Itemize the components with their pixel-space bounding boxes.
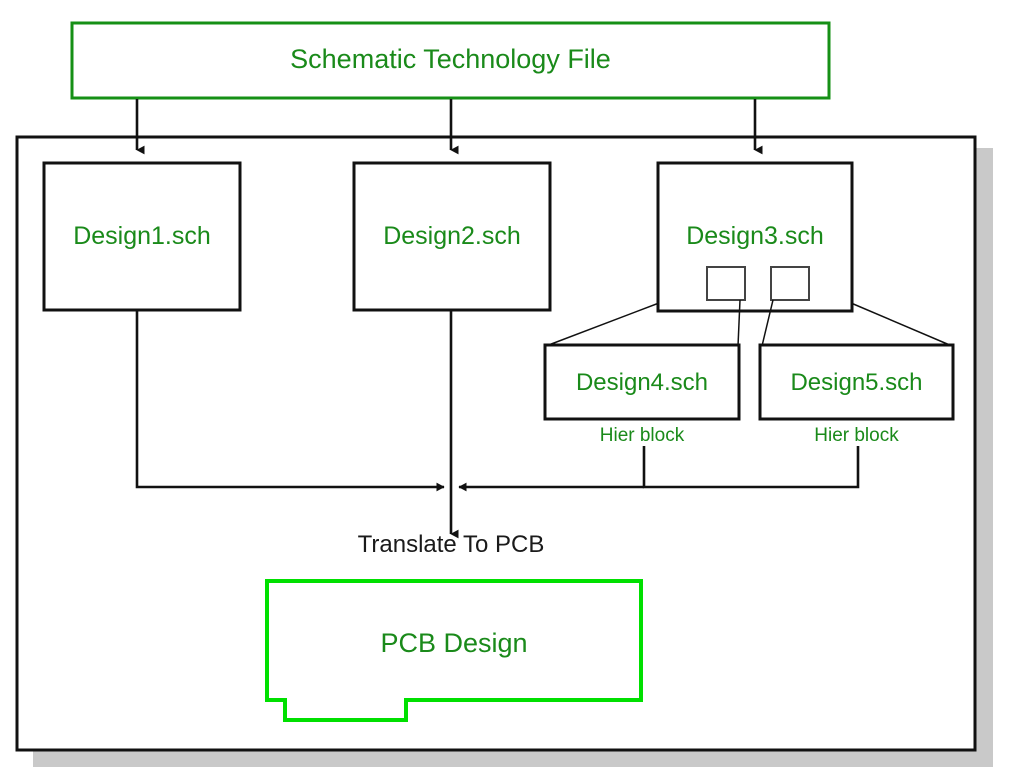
design3-to-design4-callout (545, 299, 741, 347)
technology-file-fanout-arrows (135, 99, 763, 155)
design1-to-bus-route (135, 310, 445, 492)
schematic-technology-file-box[interactable] (70, 21, 831, 100)
design2-box[interactable] (352, 161, 552, 312)
hier-blocks-to-bus-route (458, 446, 860, 492)
design3-to-design5-callout (761, 299, 953, 347)
design1-box[interactable] (42, 161, 242, 312)
design3-subblock-left[interactable] (706, 266, 746, 301)
design4-box[interactable] (543, 343, 741, 421)
pcb-design-board[interactable] (265, 579, 643, 722)
design3-box[interactable] (656, 161, 854, 313)
design3-subblock-right[interactable] (770, 266, 810, 301)
design5-box[interactable] (758, 343, 955, 421)
